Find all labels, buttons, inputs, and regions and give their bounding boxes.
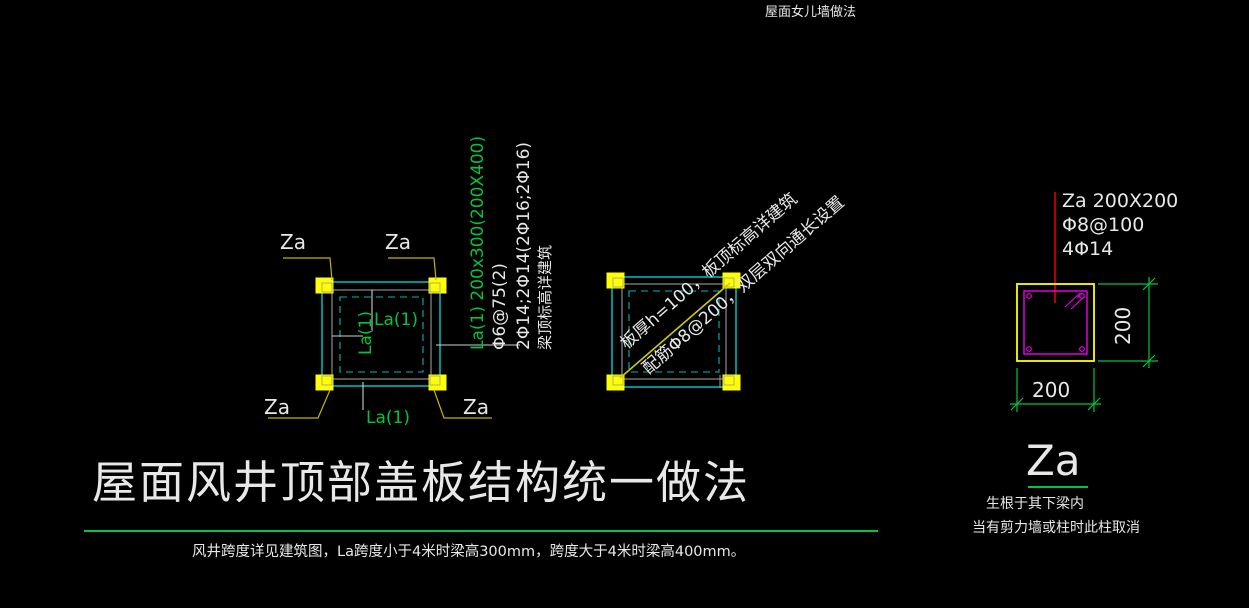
column-dimension-right-text: 200 bbox=[1111, 306, 1135, 345]
plan-annotation-0: La(1) 200x300(200X400) bbox=[468, 135, 488, 350]
plan-column-top-right bbox=[428, 277, 447, 294]
za-label-top-left: Za bbox=[280, 230, 306, 254]
za-label-bottom-right: Za bbox=[463, 395, 489, 419]
za-label-top-right: Za bbox=[385, 230, 411, 254]
column-dimension-right bbox=[1098, 277, 1158, 368]
column-detail-group bbox=[1010, 192, 1158, 488]
main-title: 屋面风井顶部盖板结构统一做法 bbox=[92, 456, 751, 509]
slab-outer-outline bbox=[611, 276, 737, 388]
plan-annotation-3: 梁顶标高详建筑 bbox=[536, 244, 554, 350]
za-leader-top-left bbox=[283, 257, 333, 281]
column-rebar-bottom-right bbox=[1079, 346, 1085, 352]
header-title: 屋面女儿墙做法 bbox=[765, 5, 857, 20]
column-label-line-1: Za 200X200 bbox=[1062, 190, 1179, 212]
za-leader-bottom-right bbox=[433, 389, 492, 419]
column-stirrup bbox=[1023, 290, 1088, 355]
column-rebar-hatch-2 bbox=[1070, 296, 1085, 310]
column-dimension-bottom-text: 200 bbox=[1032, 378, 1071, 402]
dim-right-tick-bottom bbox=[1142, 354, 1156, 368]
za-leader-bottom-left bbox=[268, 389, 331, 419]
za-label-bottom-left: Za bbox=[264, 395, 290, 419]
slab-diagonal-span-line bbox=[619, 282, 731, 379]
plan-outer-beam-outline bbox=[321, 281, 441, 387]
column-label-line-3: 4Φ14 bbox=[1062, 238, 1114, 260]
slab-dashed-outline bbox=[628, 290, 720, 373]
column-rebar-top-left bbox=[1026, 293, 1032, 299]
plan-column-br-inner bbox=[429, 375, 441, 386]
plan-inner-slab-outline bbox=[331, 289, 432, 380]
column-label-line-2: Φ8@100 bbox=[1062, 214, 1145, 236]
column-note-line-1: 生根于其下梁内 bbox=[986, 496, 1084, 512]
beam-label-bottom: La(1) bbox=[366, 408, 410, 428]
za-leader-top-right bbox=[388, 257, 437, 281]
column-rebar-hatch-3 bbox=[1076, 292, 1083, 299]
column-dimension-bottom bbox=[1010, 368, 1101, 412]
plan-detail-group bbox=[268, 257, 520, 419]
plan-column-bottom-left bbox=[315, 374, 334, 391]
bottom-note: 风井跨度详见建筑图，La跨度小于4米时梁高300mm，跨度大于4米时梁高400m… bbox=[192, 544, 746, 560]
dim-bottom-tick-right bbox=[1087, 397, 1101, 411]
plan-corner-columns bbox=[315, 277, 447, 391]
slab-column-bottom-right bbox=[722, 374, 741, 391]
column-rebar-hatch-1 bbox=[1064, 292, 1081, 308]
slab-column-bottom-left bbox=[606, 374, 625, 391]
plan-column-bottom-right bbox=[428, 374, 447, 391]
slab-column-tl-inner bbox=[612, 277, 624, 288]
plan-annotation-1: Φ6@75(2) bbox=[490, 263, 510, 350]
column-section-outline bbox=[1016, 283, 1095, 362]
column-caption: Za bbox=[1026, 436, 1081, 485]
slab-column-top-left bbox=[606, 272, 625, 289]
column-note-line-2: 当有剪力墙或柱时此柱取消 bbox=[972, 520, 1140, 536]
dim-right-tick-top bbox=[1142, 277, 1156, 291]
plan-dashed-reinforcement-outline bbox=[339, 296, 424, 373]
plan-annotation-2: 2Φ14;2Φ14(2Φ16;2Φ16) bbox=[514, 141, 534, 350]
slab-column-bl-inner bbox=[612, 375, 624, 386]
dim-bottom-tick-left bbox=[1010, 397, 1024, 411]
plan-column-tl-inner bbox=[321, 282, 333, 293]
slab-detail-group bbox=[606, 272, 741, 391]
beam-label-vertical: La(1) bbox=[356, 311, 376, 355]
slab-column-br-inner bbox=[723, 375, 735, 386]
slab-inner-outline bbox=[621, 283, 727, 380]
column-rebar-bottom-left bbox=[1026, 346, 1032, 352]
slab-column-tr-inner bbox=[723, 277, 735, 288]
plan-column-top-left bbox=[315, 277, 334, 294]
slab-column-top-right bbox=[722, 272, 741, 289]
plan-column-bl-inner bbox=[321, 375, 333, 386]
plan-column-tr-inner bbox=[429, 282, 441, 293]
beam-label-center: La(1) bbox=[374, 310, 418, 330]
